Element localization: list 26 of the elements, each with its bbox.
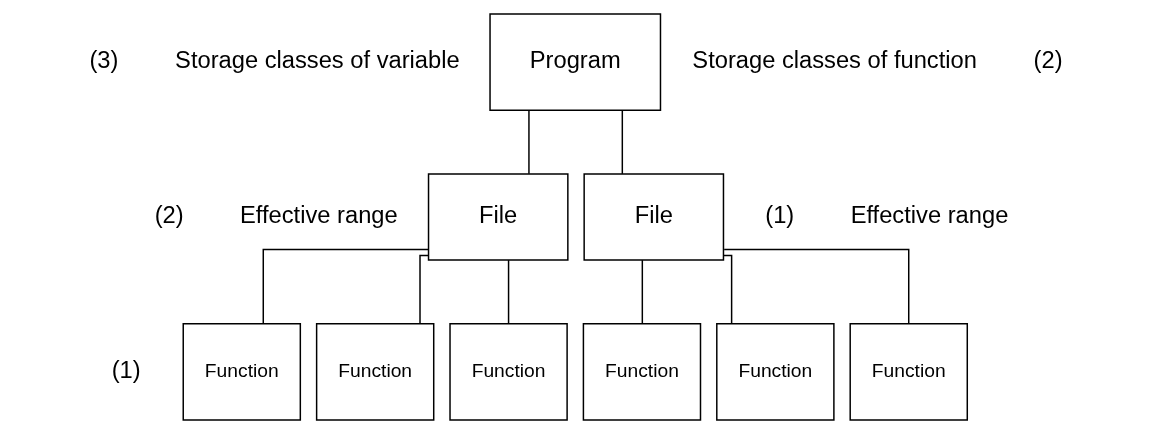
label: Storage classes of variable <box>175 46 460 73</box>
node-box: Program <box>489 13 662 112</box>
node-box: Function <box>582 322 702 421</box>
connector <box>528 109 530 175</box>
label: Effective range <box>850 201 1009 228</box>
label: (1) <box>111 356 141 383</box>
label: Storage classes of function <box>692 46 977 73</box>
node-box: Function <box>182 322 302 421</box>
node-box: Function <box>849 322 968 421</box>
connector <box>507 259 510 325</box>
connector <box>723 248 910 325</box>
node-box: File <box>427 173 569 261</box>
node-box: File <box>583 173 725 261</box>
connector <box>641 259 644 325</box>
connector <box>621 109 624 175</box>
connector <box>262 248 430 325</box>
label: Effective range <box>240 201 398 228</box>
label: (1) <box>765 201 795 228</box>
node-box: Function <box>315 322 435 421</box>
connector <box>419 254 430 324</box>
node-box: Function <box>716 322 835 421</box>
connector <box>723 254 733 324</box>
node-box: Function <box>449 322 568 421</box>
label: (2) <box>1033 46 1063 73</box>
label: (2) <box>154 201 184 228</box>
label: (3) <box>89 46 119 73</box>
